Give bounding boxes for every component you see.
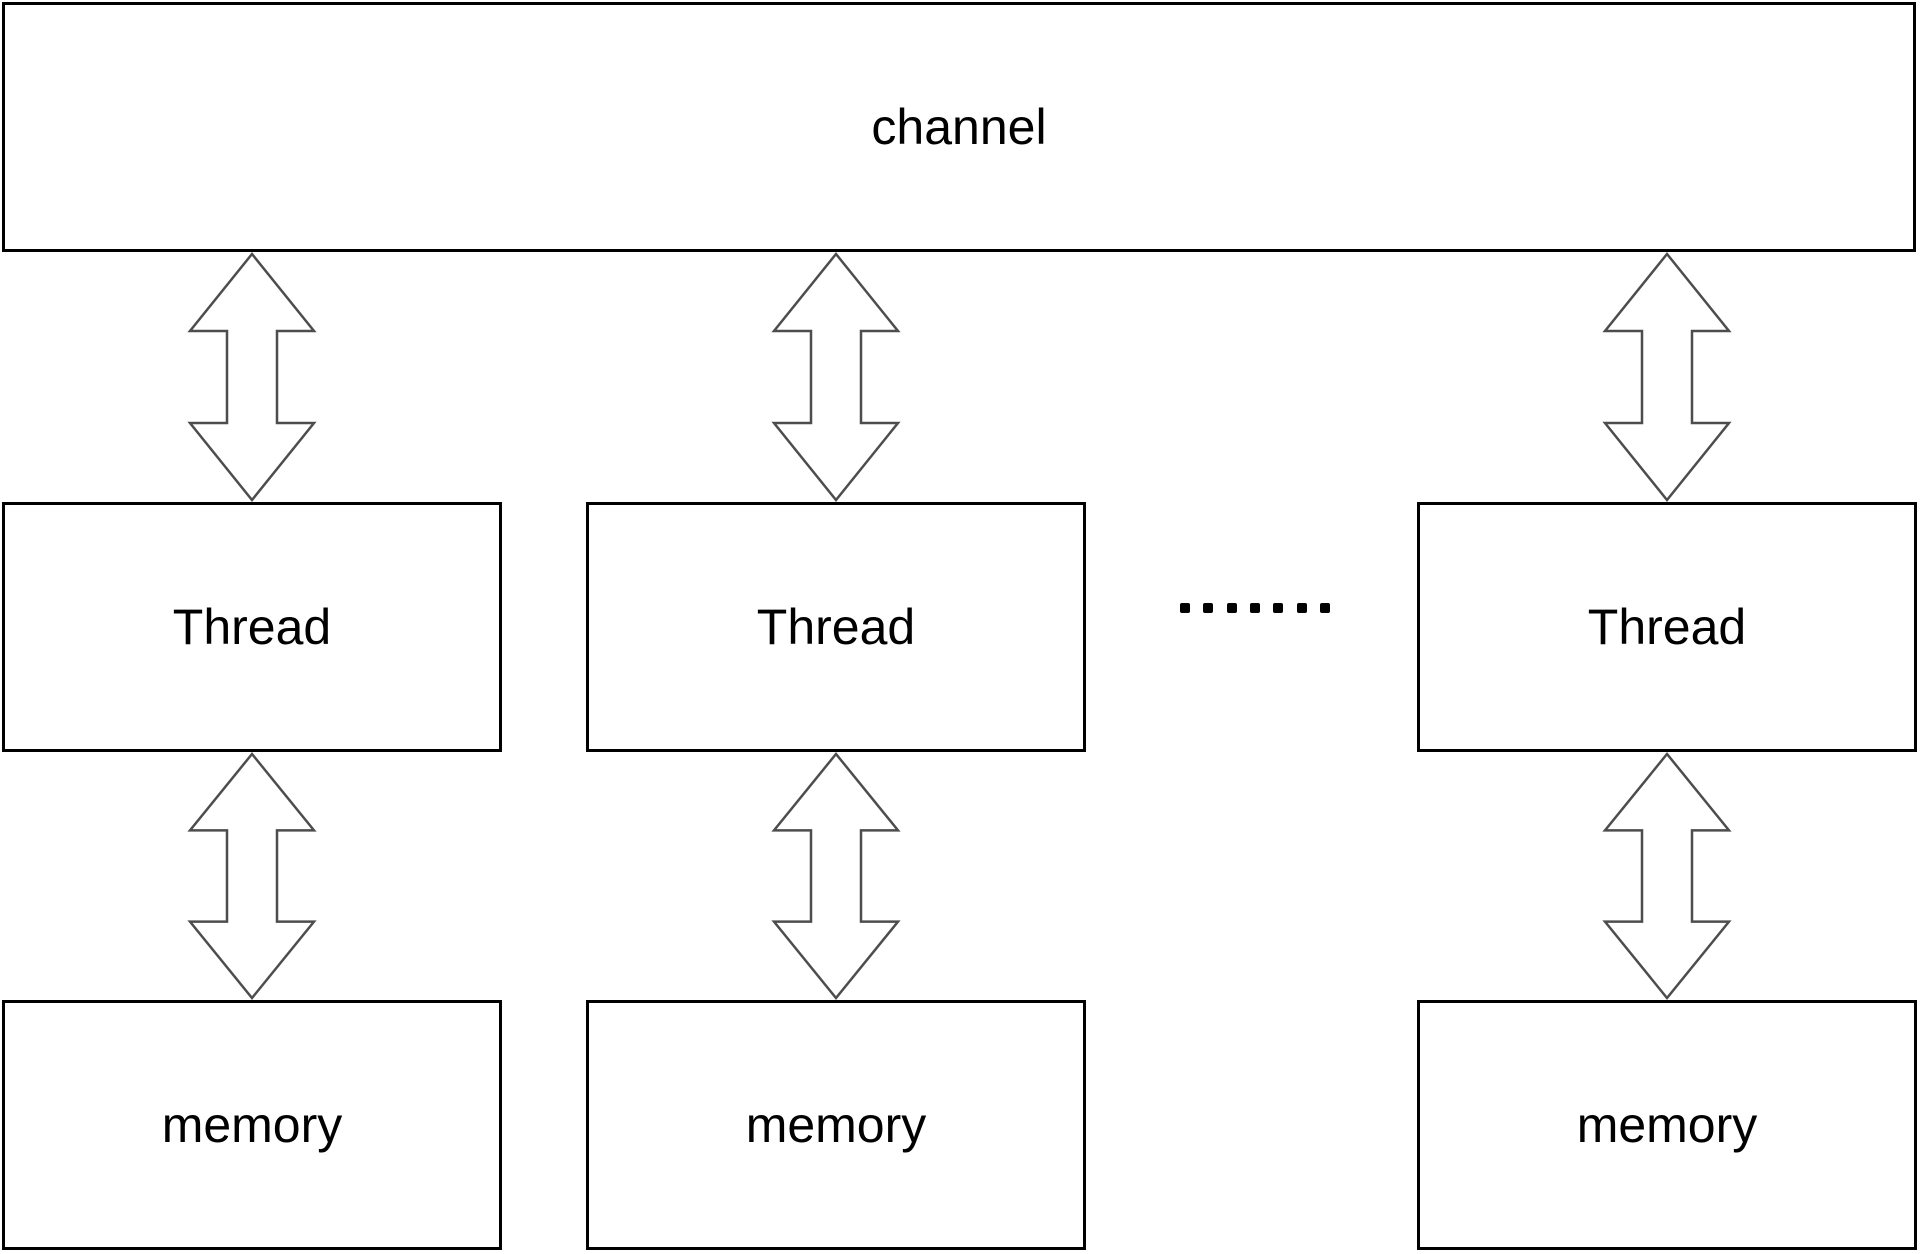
- thread-node-3: Thread: [1417, 502, 1917, 752]
- thread-label: Thread: [756, 599, 916, 655]
- memory-node-1: memory: [2, 1000, 502, 1250]
- double-arrow-icon: [187, 752, 317, 1000]
- dot: [1319, 602, 1330, 613]
- ellipsis-dots: [1180, 602, 1330, 613]
- dot: [1296, 602, 1307, 613]
- channel-node: channel: [2, 2, 1916, 252]
- memory-label: memory: [161, 1097, 343, 1153]
- memory-label: memory: [745, 1097, 927, 1153]
- double-arrow-icon: [771, 752, 901, 1000]
- dot: [1180, 602, 1190, 613]
- channel-label: channel: [871, 99, 1047, 155]
- memory-node-3: memory: [1417, 1000, 1917, 1250]
- thread-node-1: Thread: [2, 502, 502, 752]
- dot: [1249, 602, 1260, 613]
- dot: [1273, 602, 1284, 613]
- double-arrow-icon: [1602, 252, 1732, 502]
- dot: [1203, 602, 1214, 613]
- thread-label: Thread: [172, 599, 332, 655]
- double-arrow-icon: [187, 252, 317, 502]
- dot: [1226, 602, 1237, 613]
- thread-label: Thread: [1587, 599, 1747, 655]
- memory-node-2: memory: [586, 1000, 1086, 1250]
- memory-label: memory: [1576, 1097, 1758, 1153]
- thread-node-2: Thread: [586, 502, 1086, 752]
- double-arrow-icon: [771, 252, 901, 502]
- double-arrow-icon: [1602, 752, 1732, 1000]
